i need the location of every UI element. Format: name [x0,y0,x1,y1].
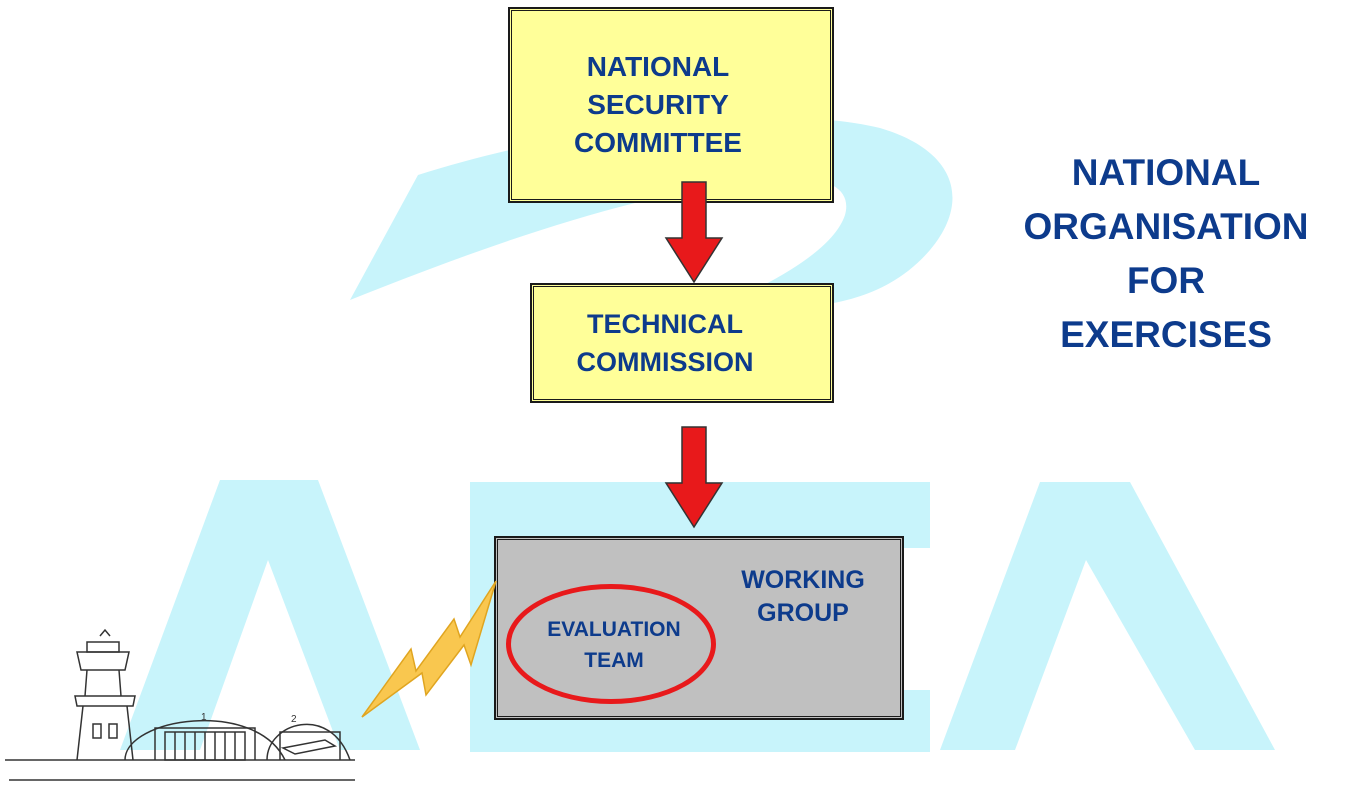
watermark-letter-a-left [120,480,420,750]
technical-commission-label: TECHNICAL COMMISSION [576,309,754,377]
down-arrow-icon [664,426,724,529]
lightning-bolt-icon [361,580,497,718]
national-security-committee-box: NATIONAL SECURITY COMMITTEE [508,7,834,203]
down-arrow-icon [664,181,724,284]
evaluation-team-ring [506,584,716,704]
svg-text:2: 2 [291,714,297,725]
evaluation-team-label: EVALUATION TEAM [547,618,681,672]
airport-illustration: 1 2 [5,628,355,781]
working-group-label: WORKING GROUP [741,566,865,627]
svg-text:1: 1 [201,712,207,723]
side-title: NATIONAL ORGANISATION FOR EXERCISES [1023,152,1309,355]
technical-commission-box: TECHNICAL COMMISSION [530,283,834,403]
watermark-letter-a-right [940,482,1275,750]
national-security-committee-label: NATIONAL SECURITY COMMITTEE [574,51,742,158]
